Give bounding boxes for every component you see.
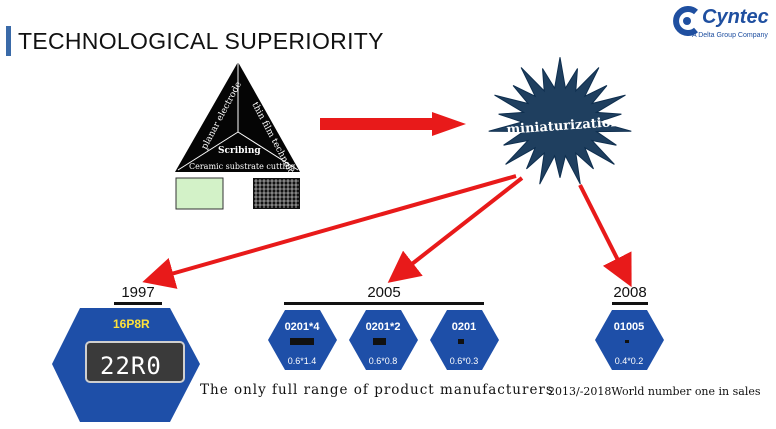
page-title: TECHNOLOGICAL SUPERIORITY [18, 28, 384, 54]
triangle-bottom-text: Ceramic substrate cutting [189, 162, 295, 171]
product-size: 0.6*0.8 [368, 356, 398, 366]
triangle-divider [177, 131, 239, 171]
arrow-to-2008 [578, 184, 632, 288]
miniaturization-burst [488, 57, 632, 185]
chip-pair-icon [373, 338, 386, 345]
year-2008-underline [612, 302, 648, 305]
product-name: 0201*4 [284, 321, 320, 333]
year-1997-underline [114, 302, 162, 305]
world-number-one-caption: 2013/-2018World number one in sales [548, 385, 761, 398]
year-1997: 1997 [121, 284, 155, 301]
title-accent-bar [6, 26, 11, 56]
substrate-sample-image [175, 177, 224, 210]
year-2005: 2005 [367, 284, 401, 301]
logo-tagline: A Delta Group Company [692, 32, 768, 39]
year-2008: 2008 [613, 284, 647, 301]
year-2005-underline [284, 302, 484, 305]
product-name: 0201*2 [365, 321, 401, 333]
chip-tiny-icon [625, 340, 629, 343]
product-hex-2005-c [430, 310, 499, 370]
logo-mark-icon [673, 6, 698, 36]
chip-single-icon [458, 339, 464, 344]
flow-arrow [320, 112, 466, 136]
product-hex-2008 [595, 310, 664, 370]
logo-name: Cyntec [702, 6, 769, 28]
product-name-16p8r: 16P8R [113, 317, 150, 331]
arrow-to-2005 [387, 176, 524, 283]
product-name: 0201 [451, 321, 477, 333]
company-logo: Cyntec A Delta Group Company [668, 4, 769, 44]
resistor-marking: 22R0 [100, 352, 162, 380]
product-name: 01005 [613, 321, 645, 333]
full-range-caption: The only full range of product manufactu… [200, 382, 554, 398]
arrow-to-1997 [142, 174, 517, 289]
triangle-divider [237, 131, 299, 171]
product-size: 0.6*0.3 [449, 356, 479, 366]
product-size: 0.6*1.4 [287, 356, 317, 366]
resistor-photo [85, 341, 185, 383]
triangle-center-text: Scribing [218, 146, 261, 156]
product-size: 0.4*0.2 [614, 356, 644, 366]
chip-array-icon [290, 338, 314, 345]
